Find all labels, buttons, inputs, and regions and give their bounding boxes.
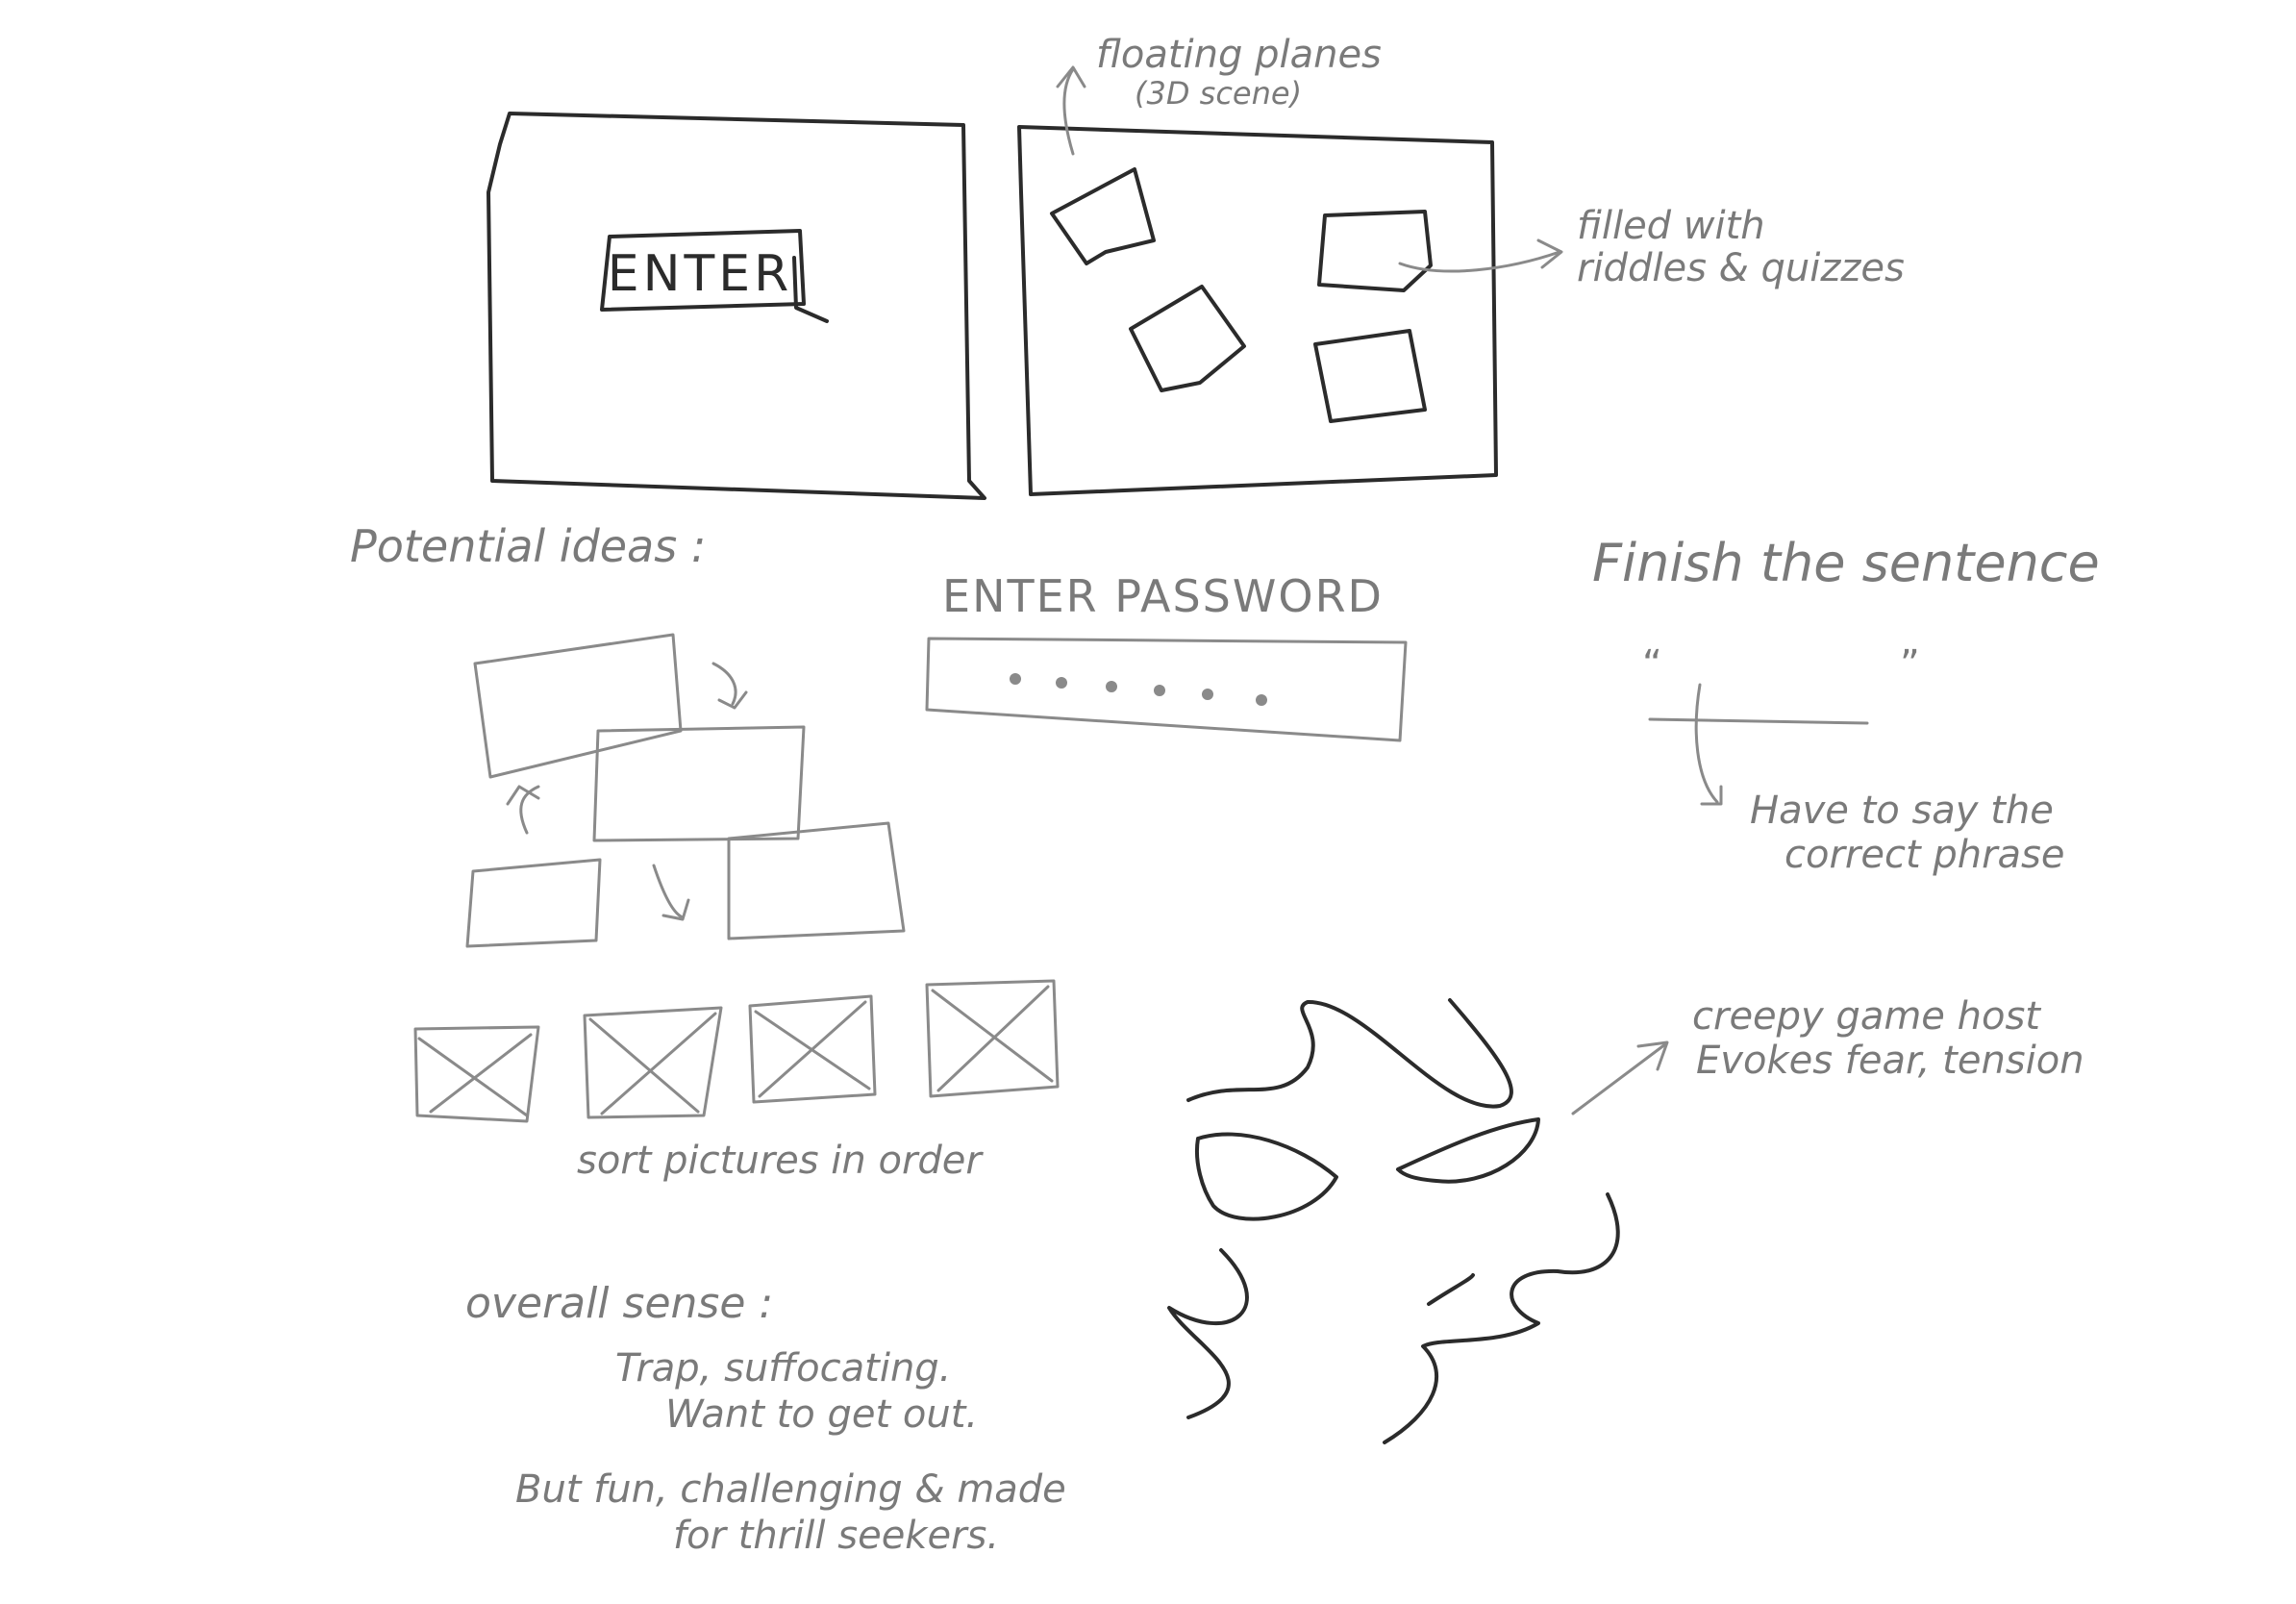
overall-line2: Want to get out. <box>665 1392 978 1437</box>
password-dot <box>1154 685 1165 696</box>
password-dot <box>1010 673 1021 685</box>
sort-pictures-sketch <box>413 979 1060 1123</box>
password-label: ENTER PASSWORD <box>942 570 1384 622</box>
stacked-cards-sketch <box>465 633 906 948</box>
sentence-note-line1: Have to say the <box>1750 789 2054 833</box>
sentence-blank-sketch <box>1648 683 1869 806</box>
host-note-line2: Evokes fear, tension <box>1696 1039 2084 1083</box>
host-note-line1: creepy game host <box>1692 994 2041 1039</box>
floating-planes-note: floating planes <box>1096 33 1382 77</box>
close-quote: ” <box>1900 642 1920 687</box>
password-dot <box>1202 689 1213 700</box>
floating-plane-2 <box>1129 285 1246 392</box>
overall-line3: But fun, challenging & made <box>515 1467 1066 1512</box>
floating-plane-4 <box>1313 329 1427 423</box>
ideas-heading: Potential ideas : <box>350 520 706 572</box>
sort-caption: sort pictures in order <box>577 1139 984 1183</box>
enter-screen-panel <box>487 112 986 500</box>
overall-heading: overall sense : <box>465 1279 773 1328</box>
password-dot <box>1056 677 1067 689</box>
overall-line1: Trap, suffocating. <box>615 1346 951 1391</box>
filled-note-line2: riddles & quizzes <box>1577 246 1905 290</box>
scene-note: (3D scene) <box>1135 75 1302 112</box>
password-dot <box>1106 681 1117 692</box>
floating-plane-1 <box>1050 167 1156 265</box>
open-quote: “ <box>1642 642 1662 687</box>
enter-button-label: ENTER <box>608 245 793 303</box>
password-dot <box>1256 694 1267 706</box>
sentence-heading: Finish the sentence <box>1592 533 2100 593</box>
overall-line4: for thrill seekers. <box>673 1514 999 1558</box>
filled-note-line1: filled with <box>1577 204 1765 248</box>
game-host-face-sketch <box>1167 998 1669 1444</box>
password-field-sketch <box>925 637 1408 742</box>
floating-planes-panel <box>1017 65 1563 496</box>
floating-plane-3 <box>1317 210 1433 292</box>
sentence-note-line2: correct phrase <box>1784 833 2065 877</box>
